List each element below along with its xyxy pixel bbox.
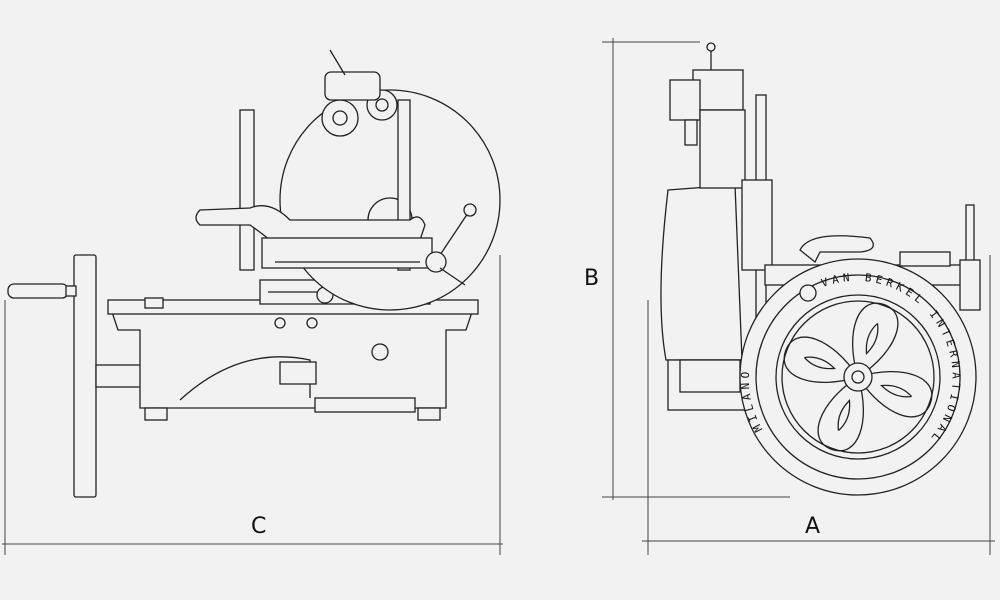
- dimension-a: [642, 255, 995, 555]
- dimension-label-b: B: [584, 266, 600, 291]
- flywheel-spoke: [783, 336, 859, 384]
- slicer-front-view: [7, 49, 501, 498]
- handwheel: [73, 254, 97, 498]
- flywheel-spoke: [817, 376, 865, 452]
- flywheel-spoke: [857, 370, 933, 418]
- flywheel-spoke: [851, 302, 899, 378]
- crank-handle: [7, 283, 69, 299]
- dimension-label-a: A: [805, 514, 821, 539]
- blade: [279, 89, 501, 311]
- slicer-side-view: VAN BERKEL INTERNATIONAL MILANO: [660, 42, 981, 496]
- dimension-c: [2, 255, 503, 555]
- dimension-b: [602, 38, 790, 500]
- flywheel: VAN BERKEL INTERNATIONAL MILANO: [739, 258, 977, 496]
- dimension-label-c: C: [251, 514, 267, 539]
